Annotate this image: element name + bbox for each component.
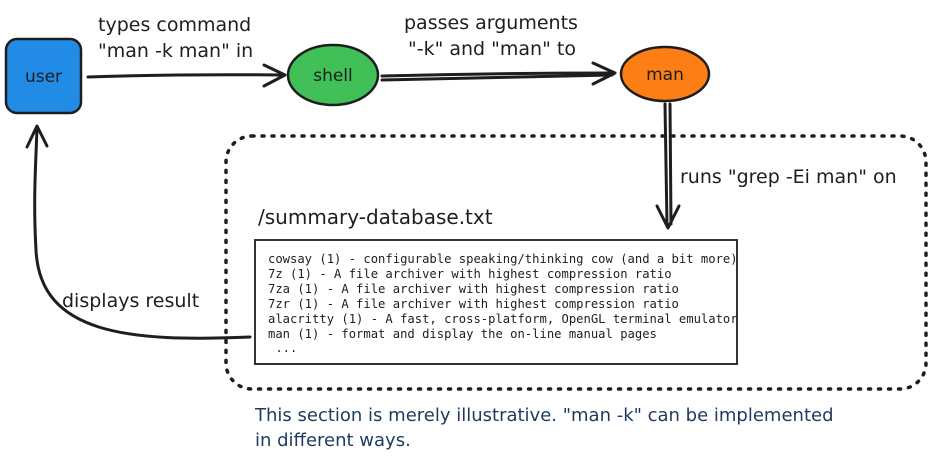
illustrative-section-boundary (224, 134, 928, 391)
database-line: 7z (1) - A file archiver with highest co… (268, 267, 672, 281)
database-line: alacritty (1) - A fast, cross-platform, … (268, 312, 738, 326)
database-line: cowsay (1) - configurable speaking/think… (268, 252, 738, 266)
arrow-database-to-user-head (25, 124, 49, 149)
database-box: cowsay (1) - configurable speaking/think… (254, 239, 738, 365)
man-node-label: man (646, 65, 684, 85)
man-node-ellipse (619, 45, 711, 103)
man-to-database-label: runs "grep -Ei man" on (680, 166, 897, 188)
arrow-user-to-shell-head (262, 63, 287, 88)
arrow-man-to-database (655, 102, 681, 230)
footnote-line2: in different ways. (255, 430, 411, 451)
shell-node-ellipse (286, 43, 380, 107)
arrow-user-to-shell (86, 63, 287, 88)
arrow-man-to-database-line (663, 102, 669, 227)
database-line: 7za (1) - A file archiver with highest c… (268, 282, 679, 296)
footnote-line1: This section is merely illustrative. "ma… (254, 405, 834, 426)
user-node: user (4, 37, 83, 115)
arrow-shell-to-man-line-2 (380, 73, 614, 82)
shell-node-label: shell (313, 66, 353, 86)
user-node-box (4, 37, 83, 115)
database-line: 7zr (1) - A file archiver with highest c… (268, 297, 679, 311)
user-node-label: user (25, 67, 62, 87)
shell-to-man-label-line2: "-k" and "man" to (408, 38, 576, 60)
user-to-shell-label-line2: "man -k man" in (98, 40, 253, 62)
arrow-shell-to-man-head (591, 61, 617, 86)
arrow-man-to-database-line-2 (668, 102, 673, 226)
database-to-user-label: displays result (62, 290, 199, 312)
database-title: /summary-database.txt (258, 205, 493, 229)
arrow-shell-to-man (380, 61, 617, 86)
arrow-shell-to-man-line (380, 71, 616, 78)
man-node: man (619, 45, 711, 103)
shell-node: shell (286, 43, 380, 107)
arrow-user-to-shell-line (86, 73, 286, 79)
arrow-man-to-database-head (655, 204, 681, 230)
arrow-database-to-user (25, 124, 252, 340)
database-box-frame (254, 239, 738, 365)
arrow-database-to-user-line (33, 126, 252, 340)
database-line: man (1) - format and display the on-line… (268, 327, 657, 341)
shell-to-man-label-line1: passes arguments (404, 12, 578, 34)
database-line: ... (268, 341, 297, 355)
user-to-shell-label-line1: types command (98, 14, 251, 36)
